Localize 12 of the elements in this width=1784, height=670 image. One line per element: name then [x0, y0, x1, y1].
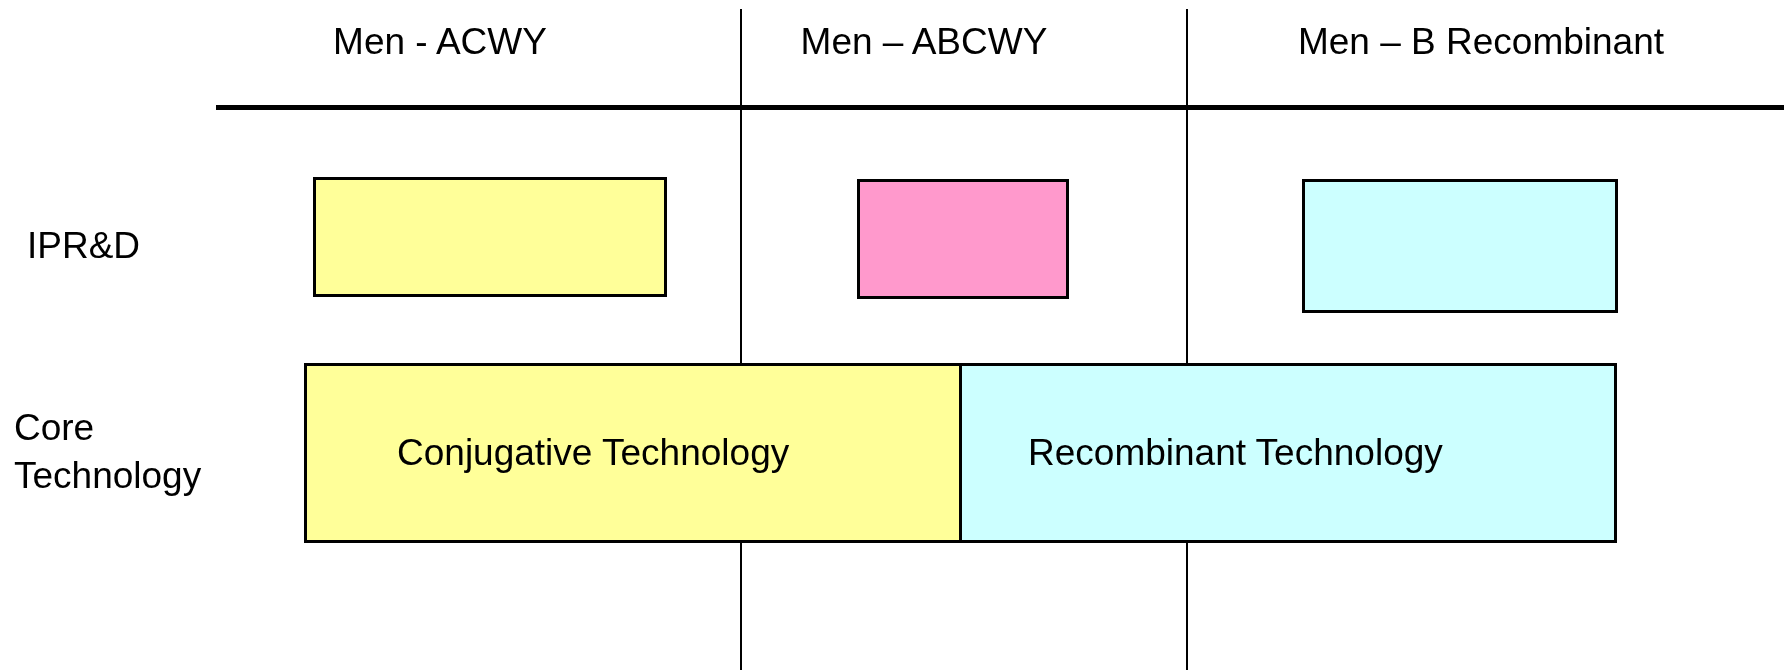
- row-label: IPR&D: [27, 224, 141, 268]
- technology-box: [304, 363, 962, 543]
- empty-box: [1302, 179, 1618, 313]
- empty-box: [313, 177, 667, 297]
- empty-box: [857, 179, 1069, 299]
- row-label: Core Technology: [14, 406, 203, 499]
- technology-box: [959, 363, 1617, 543]
- column-header: Men - ACWY: [333, 20, 547, 64]
- box-label: Recombinant Technology: [1028, 432, 1443, 474]
- column-header: Men – ABCWY: [800, 20, 1048, 64]
- box-label: Conjugative Technology: [397, 432, 790, 474]
- column-header: Men – B Recombinant: [1297, 20, 1665, 64]
